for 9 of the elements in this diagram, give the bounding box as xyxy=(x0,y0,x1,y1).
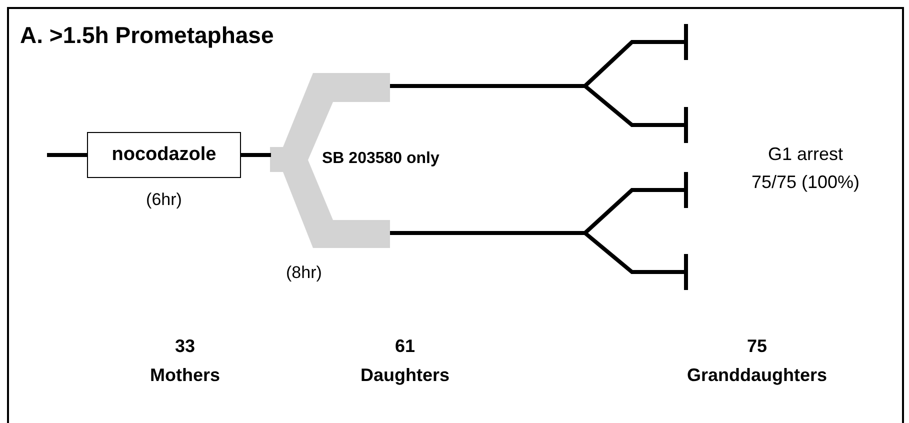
treatment-box: nocodazole xyxy=(87,132,241,178)
title: A. >1.5h Prometaphase xyxy=(20,22,274,49)
generation-label: 61 Daughters xyxy=(360,335,450,387)
treatment-label: SB 203580 only xyxy=(322,150,440,168)
generation-label: 33 Mothers xyxy=(150,335,220,387)
outcome-note: G1 arrest 75/75 (100%) xyxy=(750,143,861,194)
duration-caption: (8hr) xyxy=(286,263,322,283)
generation-label: 75 Granddaughters xyxy=(686,335,827,387)
duration-caption: (6hr) xyxy=(145,190,183,210)
